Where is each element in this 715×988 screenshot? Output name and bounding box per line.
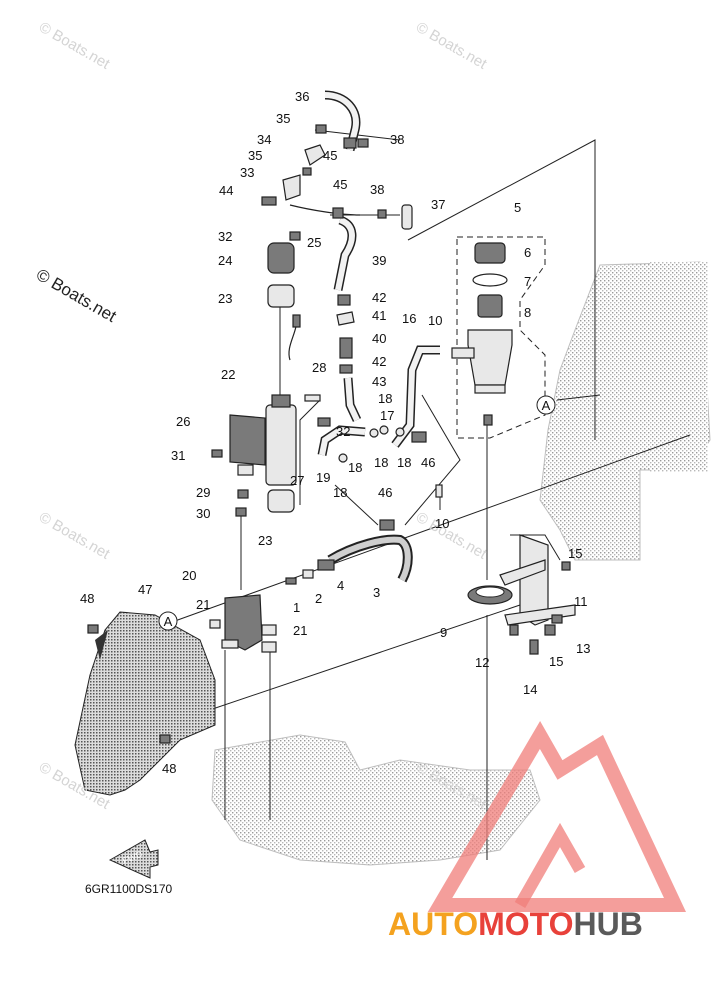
callout-18-c: 18 bbox=[374, 455, 388, 470]
callout-46-upper: 46 bbox=[421, 455, 435, 470]
callout-15-lower: 15 bbox=[549, 654, 563, 669]
lower-fuel-hose bbox=[285, 484, 443, 585]
callout-18-e: 18 bbox=[333, 485, 347, 500]
callout-45-lower: 45 bbox=[333, 177, 347, 192]
callout-6: 6 bbox=[524, 245, 531, 260]
callout-45-upper: 45 bbox=[323, 148, 337, 163]
callout-44: 44 bbox=[219, 183, 233, 198]
callout-36: 36 bbox=[295, 89, 309, 104]
fuel-filter-assembly bbox=[451, 236, 546, 439]
watermark: © Boats.net bbox=[36, 19, 113, 73]
ref-marker-label: A bbox=[542, 398, 551, 413]
brand-logo: AUTOMOTOHUB bbox=[388, 721, 687, 942]
callout-31: 31 bbox=[171, 448, 185, 463]
callout-29: 29 bbox=[196, 485, 210, 500]
callout-19: 19 bbox=[316, 470, 330, 485]
callout-38-upper: 38 bbox=[390, 132, 404, 147]
callout-10-lower: 10 bbox=[435, 516, 449, 531]
callout-42-lower: 42 bbox=[372, 354, 386, 369]
callout-10-upper: 10 bbox=[428, 313, 442, 328]
callout-4: 4 bbox=[337, 578, 344, 593]
callout-17: 17 bbox=[380, 408, 394, 423]
side-cover-panel bbox=[74, 611, 216, 796]
callout-25: 25 bbox=[307, 235, 321, 250]
callout-43: 43 bbox=[372, 374, 386, 389]
callout-33: 33 bbox=[240, 165, 254, 180]
callout-15-upper: 15 bbox=[568, 546, 582, 561]
callout-11: 11 bbox=[574, 594, 588, 609]
watermark: © Boats.net bbox=[413, 19, 490, 73]
callout-40: 40 bbox=[372, 331, 386, 346]
callout-16: 16 bbox=[402, 311, 416, 326]
ref-marker-right: A bbox=[536, 395, 556, 415]
callout-23-lower: 23 bbox=[258, 533, 272, 548]
callout-21-left: 21 bbox=[196, 597, 210, 612]
callout-5: 5 bbox=[514, 200, 521, 215]
brand-part-hub: HUB bbox=[573, 906, 642, 942]
callout-14: 14 bbox=[523, 682, 537, 697]
callout-24: 24 bbox=[218, 253, 232, 268]
diagram-code: 6GR1100DS170 bbox=[85, 882, 172, 896]
watermark: © Boats.net bbox=[413, 509, 490, 563]
callout-2: 2 bbox=[315, 591, 322, 606]
callout-18-a: 18 bbox=[378, 391, 392, 406]
callout-38-lower: 38 bbox=[370, 182, 384, 197]
callout-41: 41 bbox=[372, 308, 386, 323]
callout-labels: 1 2 3 4 5 6 7 8 9 10 10 11 12 13 14 15 1… bbox=[80, 89, 590, 776]
callout-32-lower: 32 bbox=[336, 424, 350, 439]
filter-cup-ring bbox=[467, 585, 513, 605]
brand-wordmark: AUTOMOTOHUB bbox=[388, 906, 643, 942]
callout-23-upper: 23 bbox=[218, 291, 232, 306]
callout-48-upper: 48 bbox=[80, 591, 94, 606]
callout-39: 39 bbox=[372, 253, 386, 268]
callout-9: 9 bbox=[440, 625, 447, 640]
lower-cowling-background bbox=[211, 734, 541, 866]
ref-marker-left: A bbox=[158, 611, 178, 631]
callout-18-d: 18 bbox=[397, 455, 411, 470]
callout-1: 1 bbox=[293, 600, 300, 615]
callout-32-upper: 32 bbox=[218, 229, 232, 244]
watermark: © Boats.net bbox=[36, 509, 113, 563]
bracket bbox=[499, 534, 576, 655]
callout-13: 13 bbox=[576, 641, 590, 656]
callout-22: 22 bbox=[221, 367, 235, 382]
callout-18-b: 18 bbox=[348, 460, 362, 475]
brand-part-auto: AUTO bbox=[388, 906, 478, 942]
callout-30: 30 bbox=[196, 506, 210, 521]
copyright-notice: © Boats.net bbox=[33, 265, 120, 326]
callout-21-right: 21 bbox=[293, 623, 307, 638]
callout-28: 28 bbox=[312, 360, 326, 375]
mount-bracket bbox=[209, 594, 277, 653]
callout-35-upper: 35 bbox=[276, 111, 290, 126]
callout-47: 47 bbox=[138, 582, 152, 597]
callout-48-lower: 48 bbox=[162, 761, 176, 776]
callout-7: 7 bbox=[524, 274, 531, 289]
callout-37: 37 bbox=[431, 197, 445, 212]
fuel-pump-stack bbox=[211, 242, 321, 517]
ref-marker-label: A bbox=[164, 614, 173, 629]
callout-34: 34 bbox=[257, 132, 271, 147]
callout-3: 3 bbox=[373, 585, 380, 600]
middle-hoses bbox=[317, 294, 440, 531]
engine-block-background bbox=[539, 261, 711, 561]
callout-35-lower: 35 bbox=[248, 148, 262, 163]
forward-direction-arrow: FWD bbox=[108, 839, 159, 879]
callout-42-upper: 42 bbox=[372, 290, 386, 305]
brand-logo-mark bbox=[427, 721, 687, 912]
callout-46-lower: 46 bbox=[378, 485, 392, 500]
callout-26: 26 bbox=[176, 414, 190, 429]
callout-20: 20 bbox=[182, 568, 196, 583]
callout-27: 27 bbox=[290, 473, 304, 488]
callout-8: 8 bbox=[524, 305, 531, 320]
brand-part-moto: MOTO bbox=[478, 906, 573, 942]
callout-12: 12 bbox=[475, 655, 489, 670]
upper-hoses bbox=[261, 90, 413, 291]
